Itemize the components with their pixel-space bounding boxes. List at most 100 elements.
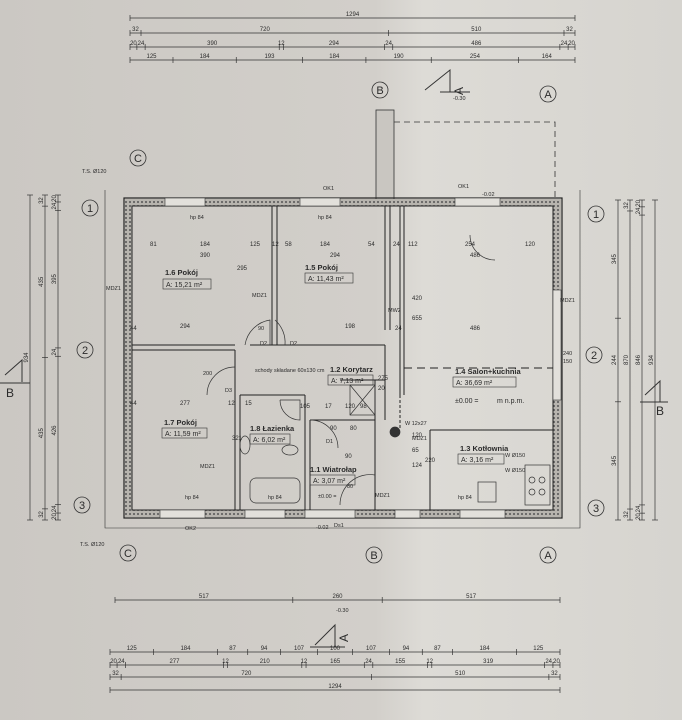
dimension-value: 24 — [52, 202, 58, 209]
stairs-label: schody składane 60x130 cm — [255, 368, 325, 374]
room-area: A: 3,16 m² — [461, 457, 494, 464]
axis-label: 3 — [79, 500, 85, 512]
interior-dimension: 420 — [412, 296, 423, 302]
axis-label: C — [124, 548, 132, 560]
axis-label: 2 — [591, 350, 597, 362]
dimension-value: 24 — [52, 348, 58, 355]
window-tag: OK1 — [458, 184, 469, 190]
right-dimension-chain: 934 — [649, 199, 658, 521]
axis-marker-A: A — [539, 546, 557, 564]
axis-circle — [585, 346, 603, 364]
dimension-value: 184 — [180, 646, 191, 652]
dimension-value: 846 — [636, 354, 642, 365]
dimension-value: 390 — [207, 41, 218, 47]
axis-label: 1 — [87, 203, 93, 215]
axis-circle — [365, 546, 383, 564]
interior-dimension: 486 — [470, 253, 481, 259]
room-1-2: 1.2 Korytarz A: 7,13 m² — [327, 365, 374, 386]
washbasin-icon — [239, 435, 251, 455]
interior-dimension: 24 — [395, 326, 402, 332]
dimension-value: 486 — [471, 41, 482, 47]
door-type-label: MDZ1 — [252, 293, 267, 299]
axis-label: A — [544, 550, 552, 562]
axis-marker-1: 1 — [587, 205, 605, 223]
vent-label: W Ø150 — [505, 453, 525, 459]
section-b-label: B — [6, 386, 14, 400]
interior-dimension: 17 — [325, 404, 332, 410]
dimension-value: 165 — [330, 659, 341, 665]
door-tag: D2 — [260, 341, 267, 347]
room-1-1: 1.1 Wiatrołap A: 3,07 m² — [309, 465, 357, 486]
axis-marker-C: C — [129, 149, 147, 167]
interior-dimension: 655 — [412, 316, 423, 322]
axis-circle — [587, 205, 605, 223]
dimension-value: 20 — [553, 659, 560, 665]
dimension-value: 20 — [636, 513, 642, 520]
room-name: 1.7 Pokój — [164, 418, 197, 427]
dimension-value: 720 — [241, 671, 252, 677]
section-a-label: A — [452, 87, 466, 95]
axis-marker-2: 2 — [585, 346, 603, 364]
sanitary-fixtures — [239, 384, 551, 506]
dimension-value: 319 — [483, 659, 494, 665]
interior-dimension: 58 — [285, 242, 292, 248]
interior-dimension: 90 — [330, 426, 337, 432]
axis-marker-2: 2 — [76, 341, 94, 359]
axis-circle — [539, 546, 557, 564]
room-1-7: 1.7 Pokój A: 11,59 m² — [161, 418, 208, 439]
interior-dimension: 295 — [237, 266, 248, 272]
dimension-value: 87 — [434, 646, 441, 652]
axis-marker-1: 1 — [81, 199, 99, 217]
dimension-value: 164 — [542, 54, 553, 60]
dimension-value: 12 — [222, 659, 229, 665]
dimension-value: 510 — [471, 27, 482, 33]
room-name: 1.3 Kotłownia — [460, 444, 509, 453]
window-sill-label: hp 84 — [185, 495, 199, 501]
room-name: 1.8 Łazienka — [250, 424, 295, 433]
dimension-value: 1294 — [346, 12, 360, 18]
level-label: ±0.00 = — [318, 494, 336, 500]
interior-dimension: 112 — [408, 242, 418, 248]
dimension-value: 24 — [545, 659, 552, 665]
dimension-value: 107 — [366, 646, 377, 652]
dimension-value: 32 — [39, 510, 45, 517]
downpipe-label: T.S. Ø120 — [80, 542, 104, 548]
dimension-value: 107 — [294, 646, 305, 652]
dimension-value: 20 — [110, 659, 117, 665]
interior-dimension: 198 — [345, 324, 356, 330]
axis-marker-3: 3 — [587, 499, 605, 517]
dimension-value: 435 — [39, 428, 45, 439]
dimension-value: 12 — [426, 659, 433, 665]
dimension-value: 426 — [52, 425, 58, 436]
dimension-value: 20 — [52, 194, 58, 201]
dimension-value: 184 — [200, 54, 211, 60]
axis-label: 1 — [593, 209, 599, 221]
dimension-value: 100 — [330, 646, 341, 652]
interior-dimension: 44 — [130, 326, 137, 332]
interior-dimension: 294 — [330, 253, 341, 259]
dimension-value: 184 — [329, 54, 340, 60]
dimension-value: 254 — [470, 54, 481, 60]
toilet-icon — [281, 444, 299, 456]
left-dimension-chain: 934 — [24, 194, 33, 521]
room-area: A: 6,02 m² — [253, 437, 286, 444]
dimension-value: 24 — [118, 659, 125, 665]
dimension-value: 395 — [52, 273, 58, 284]
dimension-value: 155 — [395, 659, 406, 665]
terrace-outline — [104, 109, 581, 529]
interior-dimension: 105 — [300, 404, 311, 410]
section-b-label: B — [656, 404, 664, 418]
bottom-dimension-chain: 1294 — [109, 684, 561, 693]
window-sill-label: hp 84 — [458, 495, 472, 501]
dimension-value: 24 — [636, 207, 642, 214]
